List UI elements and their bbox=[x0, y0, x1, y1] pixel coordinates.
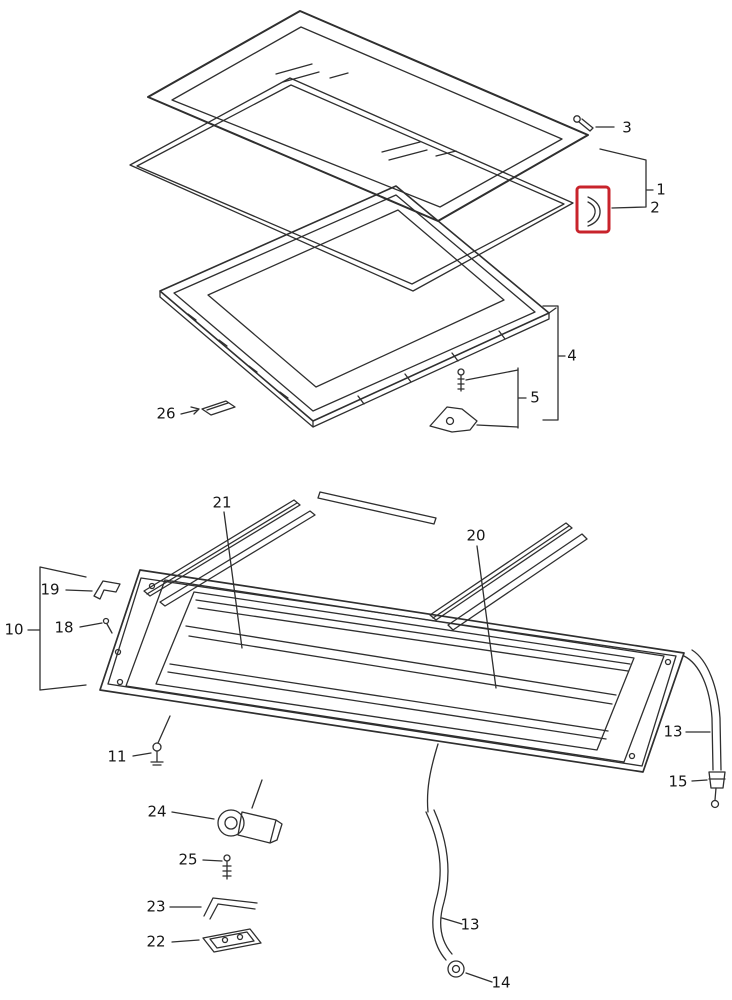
hinge-5-drawing bbox=[429, 367, 527, 433]
motor-24-drawing bbox=[171, 779, 283, 880]
clip-26-drawing bbox=[180, 400, 236, 416]
part-label-5: 5 bbox=[530, 388, 540, 407]
part-label-21: 21 bbox=[212, 493, 232, 512]
part-label-13-right: 13 bbox=[663, 722, 683, 741]
part-label-14: 14 bbox=[491, 973, 511, 992]
part-label-24: 24 bbox=[147, 802, 167, 821]
part-label-10: 10 bbox=[4, 620, 24, 639]
clip-2-drawing bbox=[587, 196, 601, 227]
part-label-4: 4 bbox=[567, 346, 577, 365]
part-label-20: 20 bbox=[466, 526, 486, 545]
right-hose-drawing bbox=[683, 649, 726, 809]
main-frame-drawing bbox=[99, 569, 685, 773]
part-label-1: 1 bbox=[656, 180, 666, 199]
glass-panel-drawing bbox=[147, 10, 589, 222]
highlight-box-part-2 bbox=[575, 185, 611, 234]
bracket-1-2-drawing bbox=[599, 148, 654, 209]
part-label-25: 25 bbox=[178, 850, 198, 869]
guide-rails-drawing bbox=[143, 491, 588, 689]
part-label-22: 22 bbox=[146, 932, 166, 951]
part-label-15: 15 bbox=[668, 772, 688, 791]
bracket-23-plate-22-drawing bbox=[169, 897, 262, 953]
bottom-assembly-drawing bbox=[27, 491, 726, 983]
bolt-11-drawing bbox=[132, 715, 171, 766]
bracket-19-drawing bbox=[65, 580, 121, 634]
top-assembly-drawing bbox=[129, 10, 654, 433]
part-label-26: 26 bbox=[156, 404, 176, 423]
part-label-13-front: 13 bbox=[460, 915, 480, 934]
tray-frame-drawing bbox=[159, 185, 550, 428]
part-label-11: 11 bbox=[107, 747, 127, 766]
bracket-4-drawing bbox=[542, 305, 566, 421]
part-label-18: 18 bbox=[54, 618, 74, 637]
screw-3-drawing bbox=[573, 115, 615, 132]
front-hose-drawing bbox=[425, 743, 493, 983]
part-label-23: 23 bbox=[146, 897, 166, 916]
part-label-3: 3 bbox=[622, 118, 632, 137]
part-label-19: 19 bbox=[40, 580, 60, 599]
bracket-10-drawing bbox=[27, 566, 87, 691]
part-label-2: 2 bbox=[650, 198, 660, 217]
